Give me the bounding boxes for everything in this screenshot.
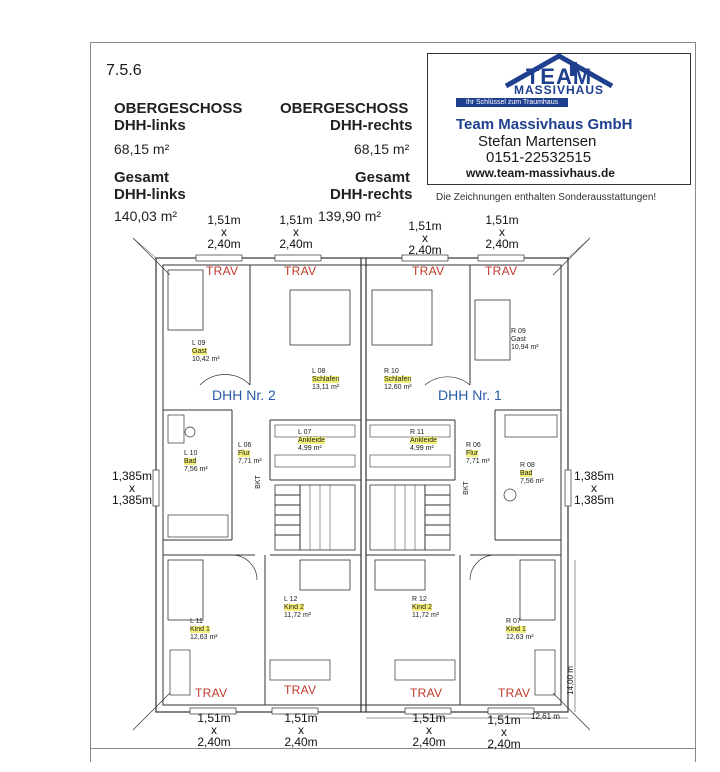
left-floor-label: OBERGESCHOSS xyxy=(114,100,243,117)
trav-label-top-2: TRAV xyxy=(284,264,317,278)
frame-top-line xyxy=(90,42,696,43)
company-name: Team Massivhaus GmbH xyxy=(456,116,633,133)
company-contact-person: Stefan Martensen xyxy=(478,133,597,150)
right-unit-label: DHH-rechts xyxy=(330,117,413,134)
trav-label-top-1: TRAV xyxy=(206,264,239,278)
page-number: 7.5.6 xyxy=(106,62,142,79)
house-name-right: DHH Nr. 1 xyxy=(438,387,502,403)
frame-left-line xyxy=(90,42,91,762)
left-total-area: 140,03 m² xyxy=(114,208,178,224)
overall-depth-dim: 14,00 m xyxy=(565,666,575,695)
company-website: www.team-massivhaus.de xyxy=(466,166,615,180)
trav-label-bottom-2: TRAV xyxy=(284,683,317,697)
house-name-left: DHH Nr. 2 xyxy=(212,387,276,403)
trav-label-top-3: TRAV xyxy=(412,264,445,278)
right-floor-area: 68,15 m² xyxy=(354,141,410,157)
trav-label-top-4: TRAV xyxy=(485,264,518,278)
overall-width-dim: 12,61 m xyxy=(531,712,560,721)
outer-wall xyxy=(155,257,569,713)
left-unit-label: DHH-links xyxy=(114,117,186,134)
frame-right-line xyxy=(695,42,696,762)
stair-label-right: BKT xyxy=(462,481,470,495)
trav-label-bottom-3: TRAV xyxy=(410,686,443,700)
right-floor-label: OBERGESCHOSS xyxy=(280,100,409,117)
trav-label-bottom-4: TRAV xyxy=(498,686,531,700)
trav-label-bottom-1: TRAV xyxy=(195,686,228,700)
left-total-unit: DHH-links xyxy=(114,186,186,203)
right-total-label: Gesamt xyxy=(355,169,411,186)
stair-label-left: BKT xyxy=(254,475,262,489)
frame-bottom-line xyxy=(90,748,696,749)
company-info-box: TEAM MASSIVHAUS Ihr Schlüssel zum Traumh… xyxy=(427,53,691,185)
left-total-label: Gesamt xyxy=(114,169,170,186)
company-phone: 0151-22532515 xyxy=(486,149,592,166)
right-total-unit: DHH-rechts xyxy=(330,186,413,203)
house-roof-logo-icon xyxy=(504,54,614,89)
logo-tagline: Ihr Schlüssel zum Traumhaus xyxy=(456,98,568,107)
left-floor-area: 68,15 m² xyxy=(114,141,170,157)
right-total-area: 139,90 m² xyxy=(318,208,382,224)
logo-line-massivhaus: MASSIVHAUS xyxy=(513,83,604,97)
special-equipment-note: Die Zeichnungen enthalten Sonderausstatt… xyxy=(436,192,657,203)
logo-line-team: TEAM xyxy=(525,64,593,89)
inner-wall-line xyxy=(162,264,562,706)
